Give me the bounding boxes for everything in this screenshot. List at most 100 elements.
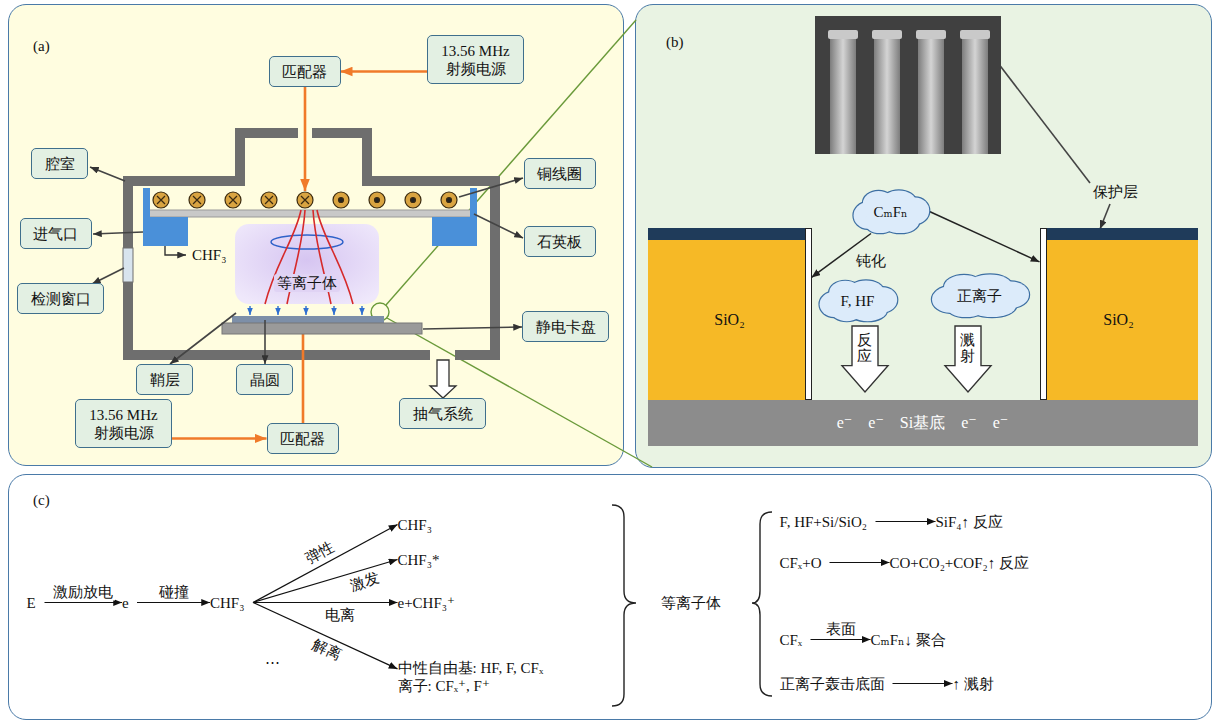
node-text: 静电卡盘 [536, 318, 596, 336]
node-text: CHF₃ [210, 594, 244, 612]
block-arrow: 反应 [842, 326, 888, 392]
sem-image [815, 16, 1001, 154]
leader-line [474, 214, 523, 238]
species-term: e+CHF₃⁺ [398, 593, 464, 613]
connector-arrow [253, 602, 398, 603]
reaction-term: 正离子轰击底面 [780, 674, 893, 694]
part-label-box: 石英板 [524, 226, 596, 257]
node-text: 鞘层 [150, 371, 180, 389]
node-text: 匹配器 [280, 430, 325, 448]
node-text: e [122, 594, 129, 612]
power-supply-box: 13.56 MHz 射频电源 [75, 399, 172, 448]
curly-brace [752, 512, 772, 696]
ion-flux-arrows [277, 306, 278, 315]
sem-image [916, 30, 946, 39]
species-term: e [122, 593, 137, 613]
copper-coil [405, 192, 421, 208]
node-text: 抽气系统 [413, 405, 473, 423]
copper-coil [157, 196, 165, 204]
connector-arrow [341, 70, 428, 73]
wafer-chuck [222, 316, 422, 334]
node-text: 腔室 [45, 155, 75, 173]
gas-label: CHF₃ [190, 247, 228, 264]
leader-line [1100, 204, 1110, 229]
node-text: 溅射 [960, 332, 975, 365]
sem-image [828, 30, 858, 39]
node-text: ↑ 溅射 [953, 675, 994, 693]
zoom-bridge [371, 20, 652, 467]
edge-label: 激发 [346, 569, 383, 595]
node-text: 匹配器 [282, 63, 327, 81]
copper-coil [261, 192, 277, 208]
curly-brace [612, 505, 636, 706]
quartz-plate [143, 188, 477, 246]
leader-line [90, 167, 125, 181]
copper-coil [297, 192, 313, 208]
copper-coil [447, 198, 452, 203]
zoom-bridge [387, 318, 652, 467]
edge-label-holder: 弹性 [301, 537, 339, 568]
sem-image [874, 36, 900, 154]
quartz-plate [143, 188, 150, 217]
copper-coil [153, 192, 169, 208]
rf-feed-line [304, 87, 307, 191]
plasma-region: 等离子体 [235, 224, 379, 304]
ion-flux-arrows [305, 306, 306, 315]
part-label-box: 腔室 [31, 148, 88, 179]
part-label-box: 静电卡盘 [522, 311, 609, 342]
node-text: 石英板 [537, 233, 582, 251]
ellipsis-mark: ⋯ [263, 654, 282, 671]
edge-label-holder: 电离 [323, 606, 357, 623]
copper-coil [225, 192, 241, 208]
reaction-term: CFₓ [780, 630, 811, 650]
radical-cloud: F, HF [818, 280, 898, 322]
callout-label: 保护层 [1091, 184, 1140, 201]
leader-line [264, 320, 266, 364]
node-text: 晶圆 [250, 371, 280, 389]
edge-label: 激励放电 [51, 583, 115, 600]
node-text: CO+CO₂+COF₂↑ 反应 [890, 554, 1029, 572]
block-arrow-shape [945, 326, 991, 392]
node-text: 正离子轰击底面 [780, 675, 885, 693]
chamber-wall [123, 350, 430, 360]
chamber-wall [490, 176, 500, 360]
chamber-wall [123, 176, 245, 186]
part-label-box: 晶圆 [236, 364, 293, 395]
edge-label-holder: 激发 [346, 569, 383, 595]
node-text: 正离子 [957, 287, 1002, 305]
node-text: 13.56 MHz 射频电源 [434, 42, 518, 78]
reaction-term: CO+CO₂+COF₂↑ 反应 [890, 553, 1038, 573]
oxide-block: SiO₂ [648, 228, 812, 400]
copper-coil [189, 192, 205, 208]
part-label-box: 检测窗口 [17, 283, 104, 314]
connector-arrow [893, 683, 953, 684]
substrate-band: e⁻ e⁻ Si基底 e⁻ e⁻ [648, 400, 1198, 446]
viewport-window [123, 248, 133, 282]
rf-feed-line [302, 334, 305, 425]
leader-line [170, 313, 236, 364]
curly-brace [612, 505, 772, 706]
ion-flux-arrows [249, 306, 250, 315]
copper-coil [339, 198, 344, 203]
oxide-block: SiO₂ [1040, 228, 1198, 400]
matcher-box: 匹配器 [269, 56, 341, 87]
protective-layer [1047, 228, 1198, 240]
node-shape [235, 224, 379, 304]
node-text: 进气口 [33, 225, 78, 243]
edge-label-holder: 激励放电 [51, 583, 115, 600]
ion-flux-arrows [361, 306, 362, 315]
edge-label: 弹性 [301, 537, 339, 568]
sidewall-liner [805, 228, 812, 400]
sidewall-liner [1040, 228, 1047, 400]
ion-flux-arrows [250, 306, 362, 315]
block-arrow: 溅射 [945, 326, 991, 392]
leader-line [92, 268, 124, 284]
matcher-box: 匹配器 [267, 423, 339, 454]
node-text: F, HF [841, 292, 875, 310]
species-term: CHF₃ [398, 515, 441, 535]
panel: (a)13.56 MHz 射频电源匹配器腔室铜线圈进气口石英板等离子体检测窗口静… [8, 4, 624, 466]
connector-arrow [172, 437, 267, 440]
part-label-box: 抽气系统 [399, 398, 486, 429]
cloud-shape [819, 280, 897, 321]
